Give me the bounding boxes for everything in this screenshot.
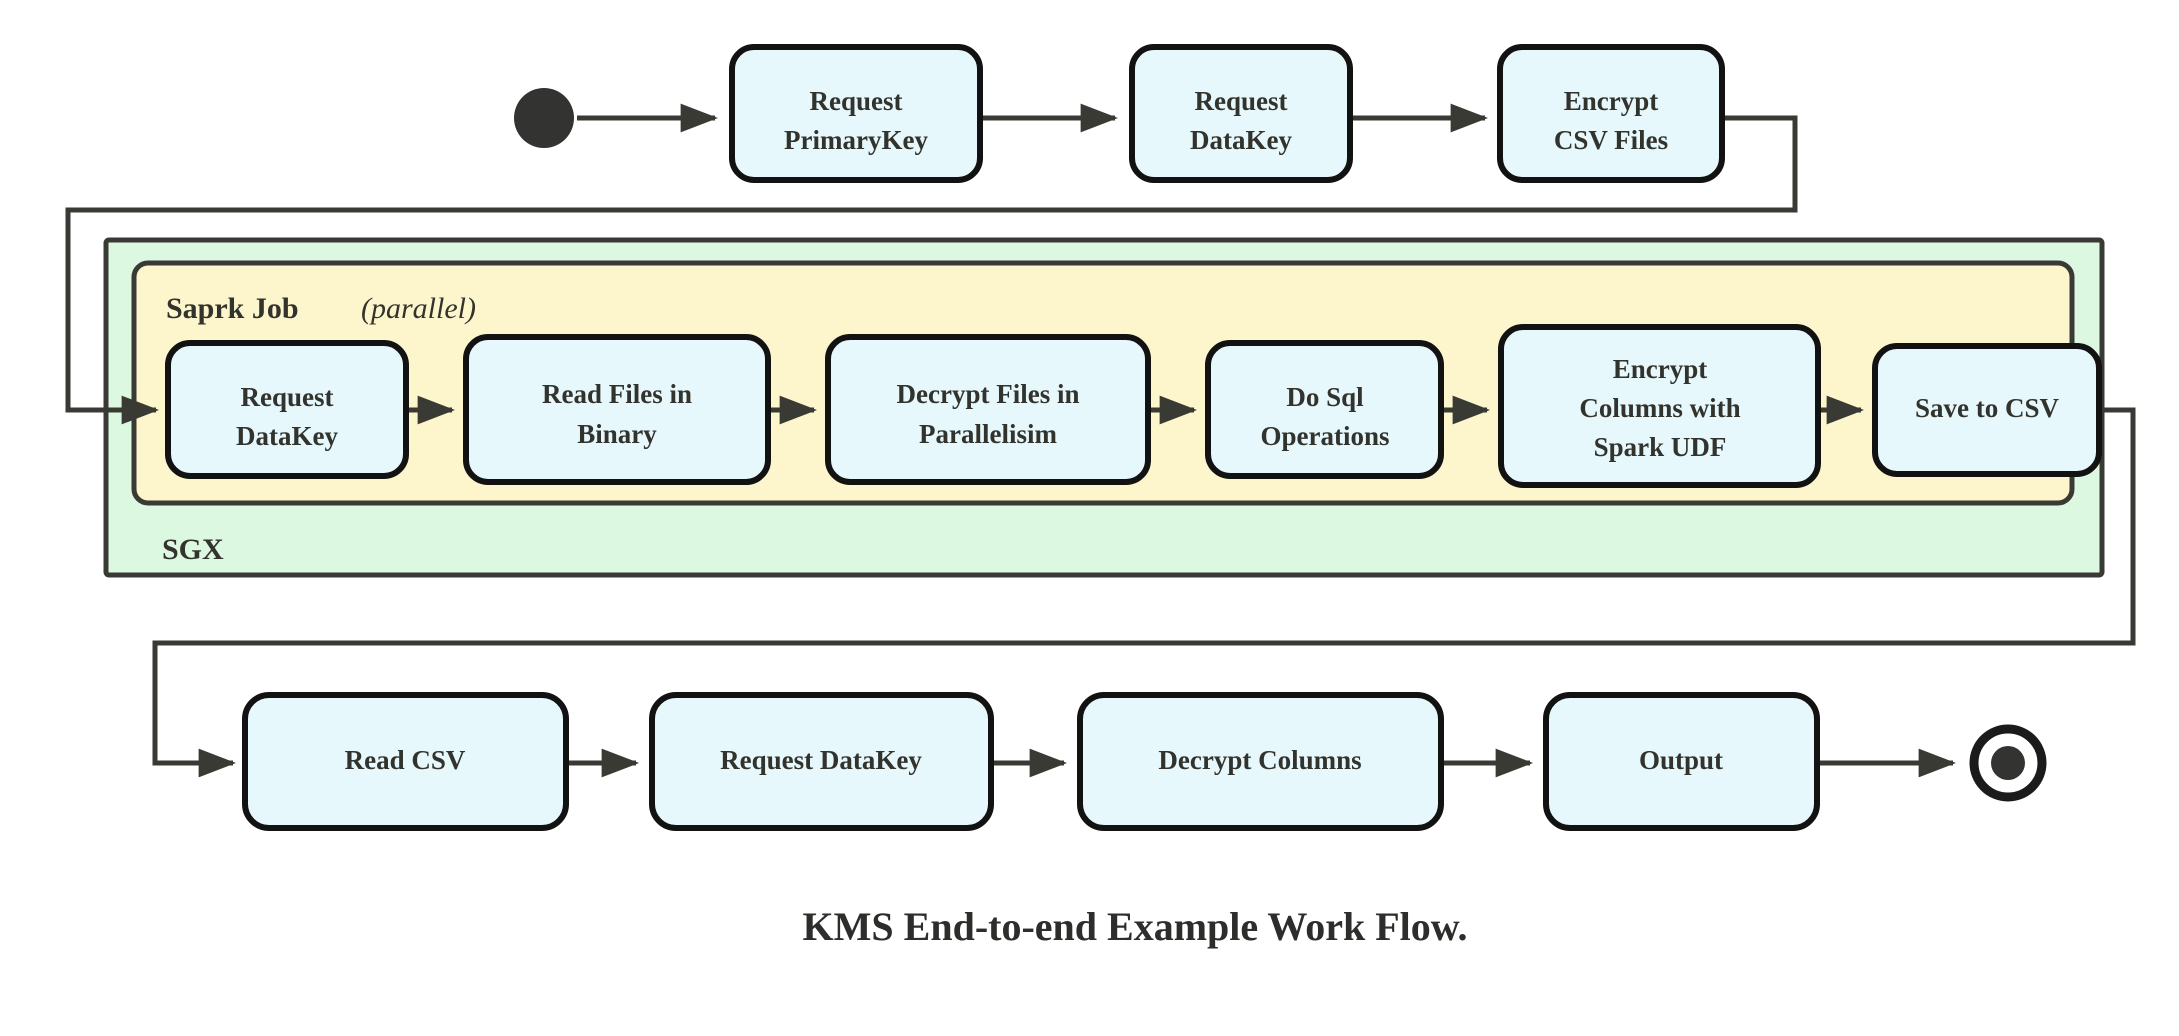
node-request-datakey-top[interactable]: Request DataKey xyxy=(1129,44,1353,183)
node-label: Save to CSV xyxy=(1915,393,2060,423)
node-label: Encrypt xyxy=(1564,86,1659,116)
node-label: Read Files in xyxy=(542,379,692,409)
node-output[interactable]: Output xyxy=(1543,692,1820,831)
node-label: PrimaryKey xyxy=(784,125,928,155)
node-decrypt-columns[interactable]: Decrypt Columns xyxy=(1077,692,1444,831)
edge-save-csv-to-read-csv xyxy=(152,407,2136,778)
node-request-datakey-bottom[interactable]: Request DataKey xyxy=(649,692,994,831)
node-request-datakey-spark[interactable]: Request DataKey xyxy=(165,340,409,479)
node-label: Encrypt xyxy=(1613,354,1708,384)
edge-encrypt-csv-to-spark-datakey xyxy=(65,115,1798,425)
node-label: Request xyxy=(810,86,903,116)
node-save-to-csv[interactable]: Save to CSV xyxy=(1872,343,2102,477)
diagram-caption: KMS End-to-end Example Work Flow. xyxy=(803,904,1468,949)
node-label: Decrypt Columns xyxy=(1158,745,1361,775)
end-node xyxy=(1969,724,2047,802)
node-label: Do Sql xyxy=(1286,382,1364,412)
node-request-primarykey[interactable]: Request PrimaryKey xyxy=(729,44,983,183)
connectors xyxy=(65,103,2136,778)
node-read-csv[interactable]: Read CSV xyxy=(242,692,569,831)
node-label: DataKey xyxy=(1190,125,1292,155)
node-label: CSV Files xyxy=(1554,125,1668,155)
node-label: DataKey xyxy=(236,421,338,451)
node-label: Request DataKey xyxy=(720,745,922,775)
node-label: Parallelisim xyxy=(919,419,1057,449)
node-do-sql-operations[interactable]: Do Sql Operations xyxy=(1205,340,1444,479)
node-decrypt-files-in-parallelisim[interactable]: Decrypt Files in Parallelisim xyxy=(825,334,1151,485)
node-label: Read CSV xyxy=(345,745,466,775)
node-label: Request xyxy=(241,382,334,412)
group-label-spark-job: Saprk Job xyxy=(166,292,299,325)
node-encrypt-csv-files[interactable]: Encrypt CSV Files xyxy=(1497,44,1725,183)
node-label: Decrypt Files in xyxy=(897,379,1080,409)
node-label: Request xyxy=(1195,86,1288,116)
node-label: Binary xyxy=(577,419,657,449)
node-label: Columns with xyxy=(1579,393,1740,423)
node-label: Operations xyxy=(1260,421,1389,451)
node-read-files-in-binary[interactable]: Read Files in Binary xyxy=(463,334,771,485)
group-label-spark-parallel: (parallel) xyxy=(361,292,476,325)
group-label-sgx: SGX xyxy=(162,533,224,566)
node-label: Output xyxy=(1639,745,1723,775)
node-label: Spark UDF xyxy=(1594,432,1727,462)
start-node xyxy=(514,88,574,148)
node-encrypt-columns-with-spark-udf[interactable]: Encrypt Columns with Spark UDF xyxy=(1498,324,1821,488)
